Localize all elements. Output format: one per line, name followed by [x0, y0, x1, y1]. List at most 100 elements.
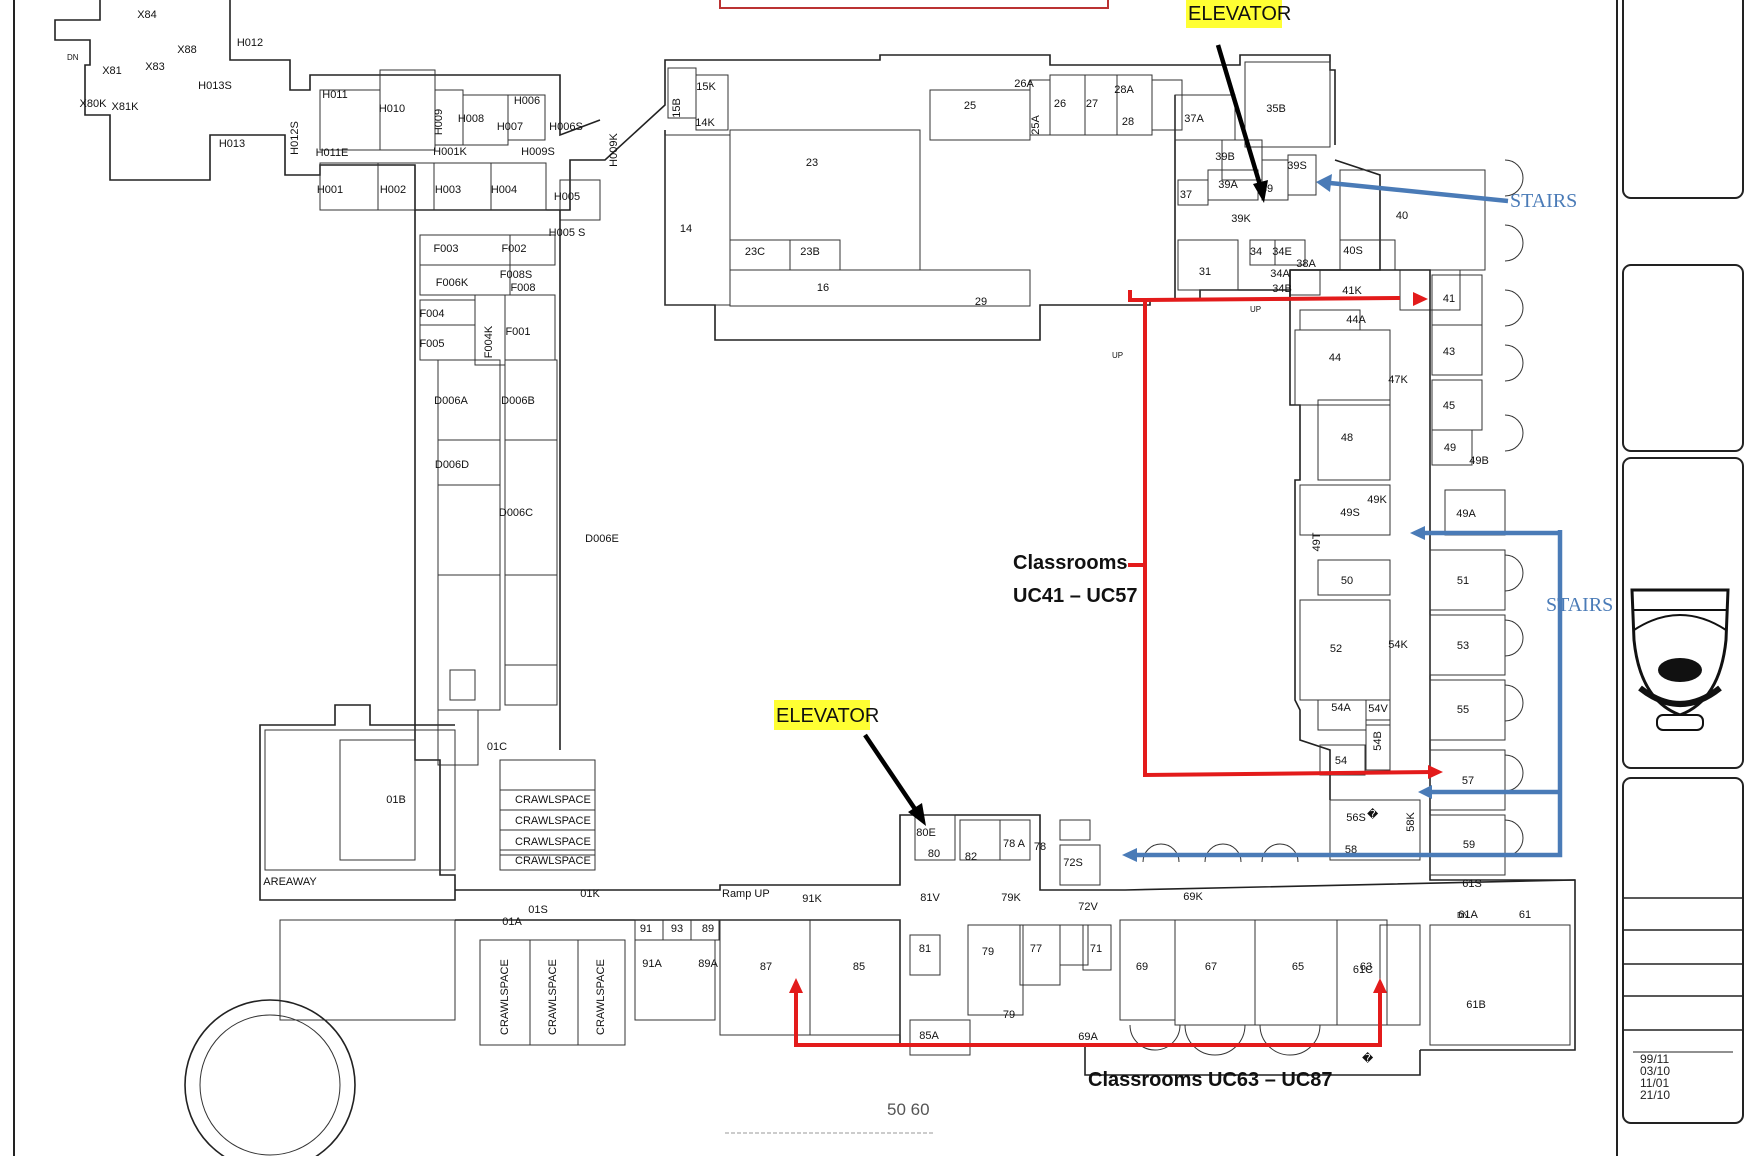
room-label-h011: H011	[322, 89, 347, 101]
room-label-r61s: 61S	[1462, 878, 1482, 890]
room-label-f008: F008	[510, 282, 535, 294]
room-label-r26a: 26A	[1014, 78, 1034, 90]
room-label-r49k: 49K	[1367, 494, 1387, 506]
room-label-x83: X83	[145, 61, 165, 73]
room-label-h013: H013	[219, 138, 245, 150]
room-label-r54b: 54B	[1372, 731, 1384, 751]
room-label-r47k: 47K	[1388, 374, 1408, 386]
room-label-r52: 52	[1330, 643, 1342, 655]
elevator-text-bottom: ELEVATOR	[776, 705, 879, 727]
revision-date-1: 99/11	[1640, 1052, 1669, 1066]
room-label-r14: 14	[680, 223, 692, 235]
room-label-r80: 80	[928, 848, 940, 860]
room-label-r53: 53	[1457, 640, 1469, 652]
classrooms-lower: Classrooms UC63 – UC87	[1088, 1069, 1333, 1091]
stairs-label-top: STAIRS	[1510, 190, 1577, 212]
unknown-glyph-1: �	[1367, 807, 1379, 821]
title-block: 99/11 03/10 11/01 21/10	[1622, 0, 1744, 1124]
room-label-h011e: H011E	[316, 147, 349, 159]
room-label-x81: X81	[102, 65, 122, 77]
revision-date-3: 11/01	[1640, 1076, 1669, 1090]
room-label-r81v: 81V	[920, 892, 940, 904]
room-label-r89: 89	[702, 923, 714, 935]
room-label-f003: F003	[433, 243, 458, 255]
room-label-r49s: 49S	[1340, 507, 1360, 519]
up-label-1: UP	[1112, 351, 1123, 360]
room-label-f008s: F008S	[500, 269, 532, 281]
room-label-r54v: 54V	[1368, 703, 1388, 715]
room-label-r43: 43	[1443, 346, 1455, 358]
building-walls	[54, 0, 1576, 1156]
room-label-r26: 26	[1054, 98, 1066, 110]
crawlspace-label-2: CRAWLSPACE	[515, 815, 591, 827]
room-label-h003: H003	[435, 184, 461, 196]
room-label-r54a: 54A	[1331, 702, 1351, 714]
room-label-h001: H001	[317, 184, 343, 196]
room-label-r61c: 61C	[1353, 964, 1373, 976]
stairs-label-right: STAIRS	[1546, 594, 1613, 616]
room-label-d006e: D006E	[585, 533, 619, 545]
room-label-d006c: D006C	[499, 507, 533, 519]
ramp-label: Ramp UP	[722, 888, 770, 900]
room-label-r87: 87	[760, 961, 772, 973]
room-label-r35b: 35B	[1266, 103, 1286, 115]
room-label-r39b: 39B	[1215, 151, 1235, 163]
room-label-h008: H008	[458, 113, 484, 125]
room-label-r72s: 72S	[1063, 857, 1083, 869]
room-label-r85a: 85A	[919, 1030, 939, 1042]
room-label-r45: 45	[1443, 400, 1455, 412]
room-label-r51: 51	[1457, 575, 1469, 587]
black-elevator-arrows	[863, 44, 1268, 826]
room-label-r69a: 69A	[1078, 1031, 1098, 1043]
crawlspace-label-4: CRAWLSPACE	[515, 855, 591, 867]
room-label-h009s: H009S	[521, 146, 555, 158]
room-label-r71: 71	[1090, 943, 1102, 955]
room-label-r57: 57	[1462, 775, 1474, 787]
up-label-2: UP	[1250, 305, 1261, 314]
room-label-r79b: 79	[1003, 1009, 1015, 1021]
room-label-r54: 54	[1335, 755, 1347, 767]
elevator-text-top: ELEVATOR	[1188, 3, 1291, 25]
room-label-f004k: F004K	[483, 325, 495, 358]
room-label-r25a: 25A	[1030, 115, 1042, 135]
room-label-h005: H005	[554, 191, 580, 203]
room-label-h004: H004	[491, 184, 517, 196]
room-label-r69: 69	[1136, 961, 1148, 973]
room-label-r65: 65	[1292, 961, 1304, 973]
room-label-r77: 77	[1030, 943, 1042, 955]
room-label-r89a: 89A	[698, 958, 718, 970]
room-label-r91k: 91K	[802, 893, 822, 905]
room-label-r29: 29	[975, 296, 987, 308]
revision-list: 99/11 03/10 11/01 21/10	[1633, 1051, 1733, 1102]
room-label-r79: 79	[982, 946, 994, 958]
room-label-h007: H007	[497, 121, 523, 133]
room-label-h012s: H012S	[289, 121, 301, 155]
room-label-r34a: 34A	[1270, 268, 1290, 280]
crawlspace-vertical-3: CRAWLSPACE	[595, 959, 607, 1035]
room-label-areaway: AREAWAY	[263, 876, 317, 888]
room-label-r78: 78	[1034, 841, 1046, 853]
crawlspace-labels: CRAWLSPACE CRAWLSPACE CRAWLSPACE CRAWLSP…	[67, 53, 1469, 1065]
room-label-r56s: 56S	[1346, 812, 1366, 824]
room-label-h012: H012	[237, 37, 263, 49]
room-label-r82: 82	[965, 851, 977, 863]
room-label-r58k: 58K	[1405, 812, 1417, 832]
room-label-r50: 50	[1341, 575, 1353, 587]
room-label-r01a: 01A	[502, 916, 522, 928]
room-label-h010: H010	[379, 103, 405, 115]
room-label-r61a: 61A	[1458, 909, 1478, 921]
room-label-h002: H002	[380, 184, 406, 196]
room-label-x81k: X81K	[112, 101, 140, 113]
elevator-label-bottom: ELEVATOR	[774, 700, 879, 730]
room-label-h001k: H001K	[433, 146, 467, 158]
room-label-r39s: 39S	[1287, 160, 1307, 172]
elevator-label-top: ELEVATOR	[1186, 0, 1291, 28]
room-label-h006s: H006S	[549, 121, 583, 133]
sheet-frame	[13, 0, 1618, 1156]
room-label-r91: 91	[640, 923, 652, 935]
room-label-r41: 41	[1443, 293, 1455, 305]
room-label-r49a: 49A	[1456, 508, 1476, 520]
room-label-r01c: 01C	[487, 741, 507, 753]
